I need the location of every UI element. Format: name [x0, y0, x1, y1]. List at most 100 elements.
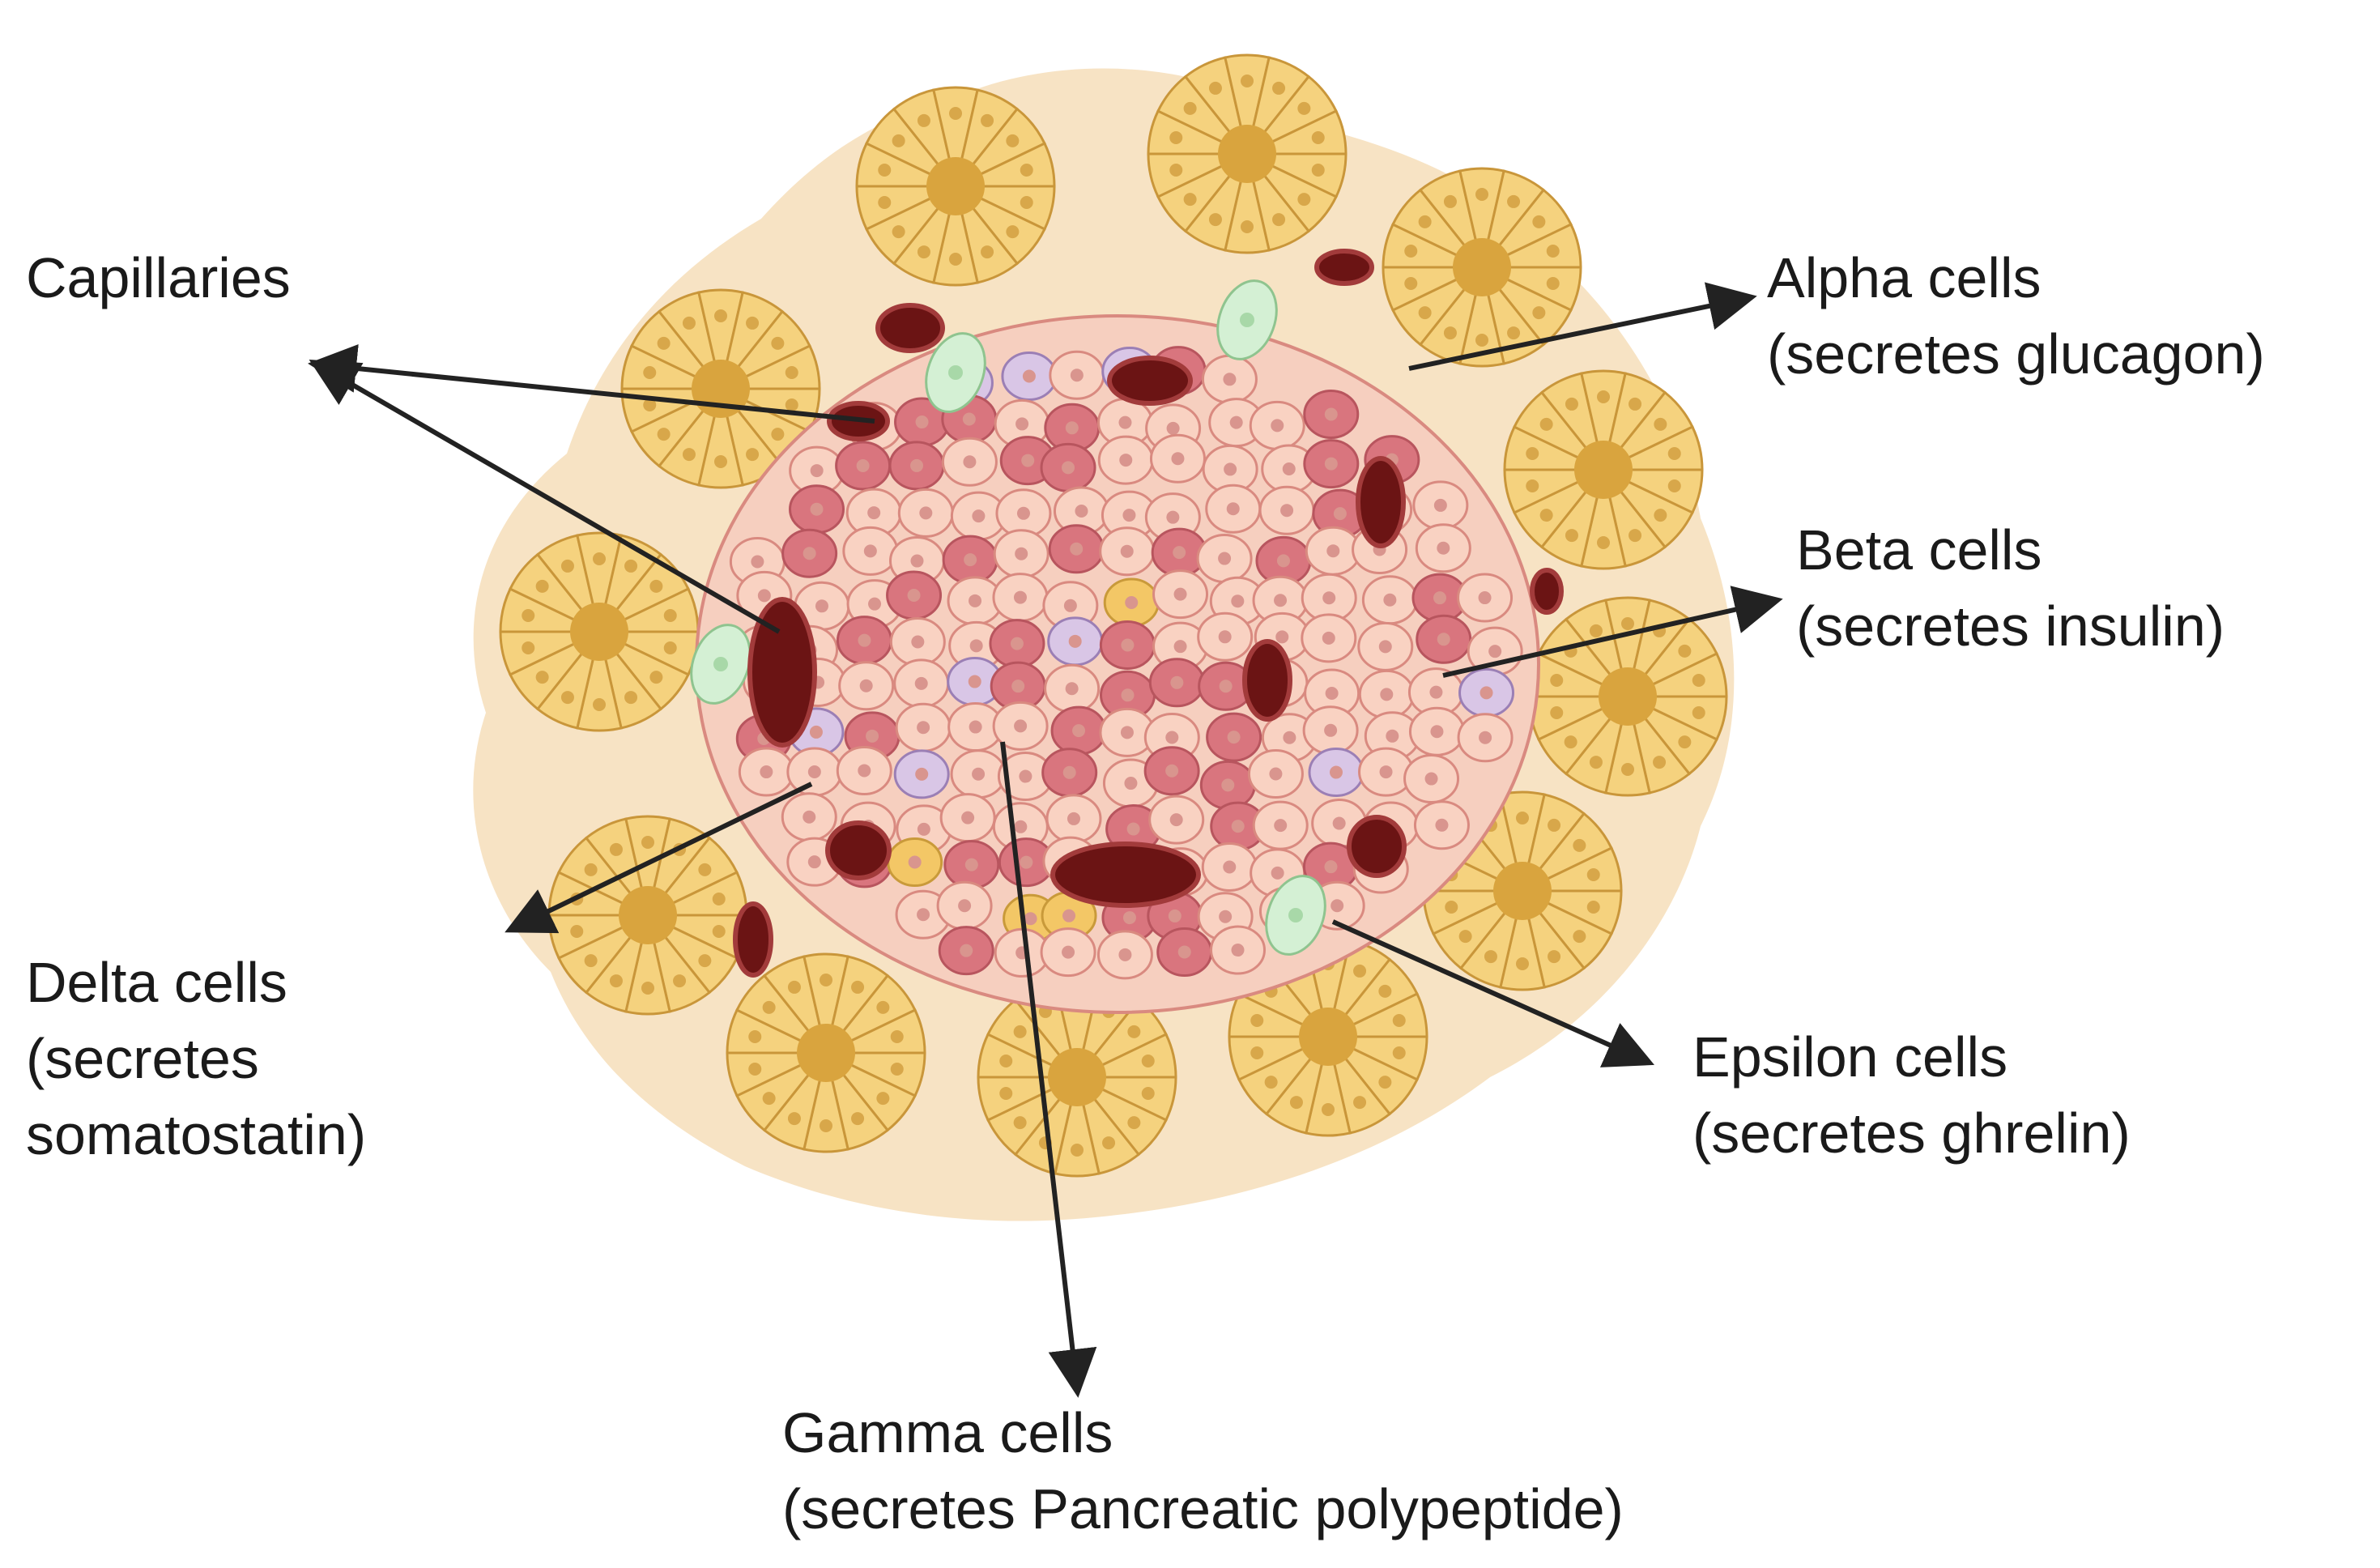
beta-cell [893, 658, 950, 709]
label-epsilon-cells: Epsilon cells (secretes ghrelin) [1692, 1019, 2131, 1171]
beta-cell [1412, 480, 1469, 530]
beta-cell-nucleus [751, 555, 764, 569]
delta-cell-nucleus [968, 675, 981, 688]
label-beta-cells: Beta cells (secretes insulin) [1796, 512, 2225, 664]
acinar-nucleus [657, 336, 671, 350]
acinar-nucleus [1526, 479, 1539, 493]
delta-cell-nucleus [1480, 686, 1493, 700]
delta-cell-nucleus [1329, 765, 1343, 779]
beta-cell [993, 529, 1049, 579]
label-alpha-line-2: (secretes glucagon) [1767, 322, 2265, 386]
acinar-nucleus [771, 336, 785, 350]
beta-cell-nucleus [1271, 866, 1284, 880]
beta-cell-nucleus [1424, 772, 1438, 786]
beta-cell-nucleus [1429, 685, 1443, 699]
acinar-nucleus [714, 455, 727, 468]
acinar-nucleus [593, 698, 606, 711]
beta-cell-nucleus [1119, 454, 1133, 467]
label-capillaries-line-1: Capillaries [26, 246, 291, 309]
alpha-cell-nucleus [915, 415, 929, 429]
acinar-nucleus [584, 954, 598, 968]
alpha-cell-nucleus [1010, 637, 1024, 650]
acinar-nucleus [820, 974, 832, 986]
arrow-epsilon [1331, 919, 1654, 1067]
acinar-nucleus [1141, 1054, 1155, 1067]
alpha-cell-nucleus [856, 459, 870, 473]
beta-cell-nucleus [868, 597, 882, 611]
beta-cell-nucleus [972, 767, 986, 781]
acinar-nucleus [748, 1063, 762, 1076]
acinar-cell [978, 142, 1056, 188]
beta-cell [1040, 927, 1096, 978]
alpha-cell [1100, 670, 1156, 720]
epsilon-cell-nucleus [1288, 908, 1303, 922]
alpha-cell [943, 840, 1000, 890]
acinar-nucleus [787, 1112, 801, 1126]
beta-cell-nucleus [917, 721, 930, 735]
beta-cell-nucleus [1219, 910, 1233, 923]
epsilon-cell-nucleus [1240, 313, 1254, 327]
alpha-cell-nucleus [1020, 855, 1033, 869]
alpha-cell-nucleus [1062, 765, 1076, 779]
alpha-cell [836, 616, 892, 666]
label-beta-line-1: Beta cells [1796, 518, 2042, 582]
delta-cell [1458, 667, 1515, 718]
beta-cell [1201, 842, 1258, 893]
epsilon-cell [690, 624, 751, 705]
alpha-cell [1156, 927, 1213, 977]
alpha-cell [1148, 658, 1205, 708]
capillary [1356, 456, 1406, 548]
beta-cell-nucleus [961, 811, 975, 824]
beta-cell [1252, 800, 1309, 850]
beta-cell-nucleus [1274, 594, 1288, 607]
acinar-nucleus [643, 398, 657, 412]
beta-cell-nucleus [1016, 506, 1030, 520]
alpha-cell [789, 484, 845, 535]
acinar-cell [743, 344, 821, 390]
acinar-nucleus [1586, 867, 1600, 881]
acinar-nucleus [1404, 244, 1418, 258]
acinar-nucleus [1629, 397, 1642, 411]
beta-cell-nucleus [1332, 816, 1346, 830]
beta-cell [1358, 669, 1415, 719]
alpha-cell-nucleus [907, 589, 921, 603]
acinar-nucleus [1629, 529, 1642, 543]
acinar-nucleus [1621, 617, 1634, 630]
beta-cell-nucleus [1173, 640, 1187, 654]
capillary [1314, 249, 1374, 286]
beta-cell [1357, 621, 1414, 671]
beta-cell [1415, 523, 1471, 573]
beta-cell-nucleus [1325, 687, 1339, 701]
beta-cell-nucleus [1124, 777, 1138, 790]
acinar-nucleus [1532, 215, 1546, 228]
acinar-nucleus [714, 309, 727, 322]
acinar-nucleus [609, 842, 623, 856]
beta-cell-nucleus [1231, 944, 1245, 957]
acinar-nucleus [1678, 644, 1692, 658]
beta-cell-nucleus [1386, 729, 1399, 743]
alpha-cell-nucleus [1324, 860, 1338, 874]
alpha-cell-nucleus [960, 944, 973, 957]
beta-cell-nucleus [1282, 462, 1296, 476]
beta-cell-nucleus [1014, 820, 1028, 833]
acinar-nucleus [851, 980, 865, 994]
alpha-cell-nucleus [1276, 554, 1290, 568]
acinar-nucleus [1272, 81, 1286, 95]
acinar-nucleus [663, 641, 677, 655]
gamma-cell [1103, 577, 1160, 628]
beta-cell-nucleus [1378, 640, 1392, 654]
acinar-nucleus [1484, 950, 1497, 964]
acinar-cell [622, 587, 700, 633]
beta-cell-nucleus [1430, 725, 1444, 739]
acinar-nucleus [560, 691, 574, 705]
arrow-alpha [1408, 282, 1757, 371]
beta-cell-nucleus [1118, 415, 1132, 429]
beta-cell [1407, 667, 1464, 718]
acinar-cell [671, 871, 748, 917]
beta-cell [786, 747, 843, 797]
acinus [1147, 53, 1348, 254]
acinar-nucleus [522, 608, 535, 622]
acinar-nucleus [609, 974, 623, 988]
acinar-nucleus [1532, 306, 1546, 320]
beta-cell-nucleus [863, 544, 877, 558]
